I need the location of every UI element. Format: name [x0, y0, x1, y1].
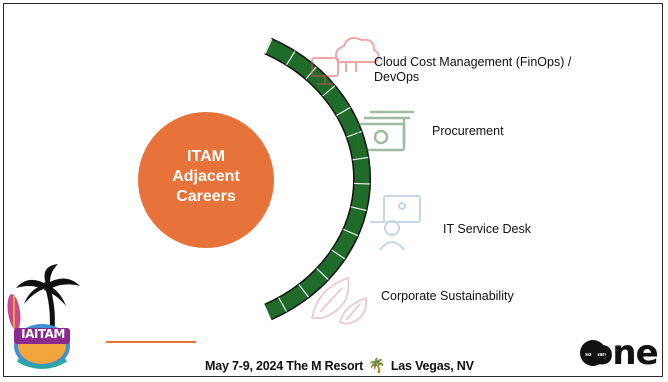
money-icon	[356, 110, 414, 152]
leaf-icon	[310, 276, 368, 325]
support-agent-icon	[370, 195, 421, 251]
center-title-line3: Careers	[176, 188, 236, 205]
logo-brand: one	[590, 333, 659, 373]
badge-text: IAITAM	[21, 327, 65, 341]
center-title-line1: ITAM	[187, 148, 225, 165]
footer-location: Las Vegas, NV	[390, 359, 474, 373]
career-label-finops: Cloud Cost Management (FinOps) / DevOps	[374, 55, 571, 85]
software-one-logo	[580, 340, 606, 366]
footer-date-venue: May 7-9, 2024 The M Resort	[205, 359, 364, 373]
career-label-service-desk: IT Service Desk	[443, 222, 531, 236]
surfboard-icon	[7, 294, 21, 330]
logo-prefix: software	[585, 352, 608, 358]
career-label-finops-line1: Cloud Cost Management (FinOps) /	[374, 55, 572, 69]
center-title-line2: Adjacent	[172, 168, 240, 185]
career-label-finops-line2: DevOps	[374, 70, 420, 84]
footer-event-info: May 7-9, 2024 The M Resort 🌴 Las Vegas, …	[205, 357, 474, 374]
career-label-sustainability: Corporate Sustainability	[381, 289, 514, 303]
cloud-computer-icon	[311, 37, 380, 85]
center-circle	[138, 112, 274, 248]
palm-tree-icon	[16, 264, 80, 331]
palm-small-icon: 🌴	[368, 357, 386, 373]
iaitam-badge	[14, 324, 70, 369]
career-arc	[264, 37, 371, 321]
center-title: ITAM Adjacent Careers	[146, 147, 266, 207]
career-label-procurement: Procurement	[432, 124, 504, 138]
slide-frame	[3, 3, 663, 377]
